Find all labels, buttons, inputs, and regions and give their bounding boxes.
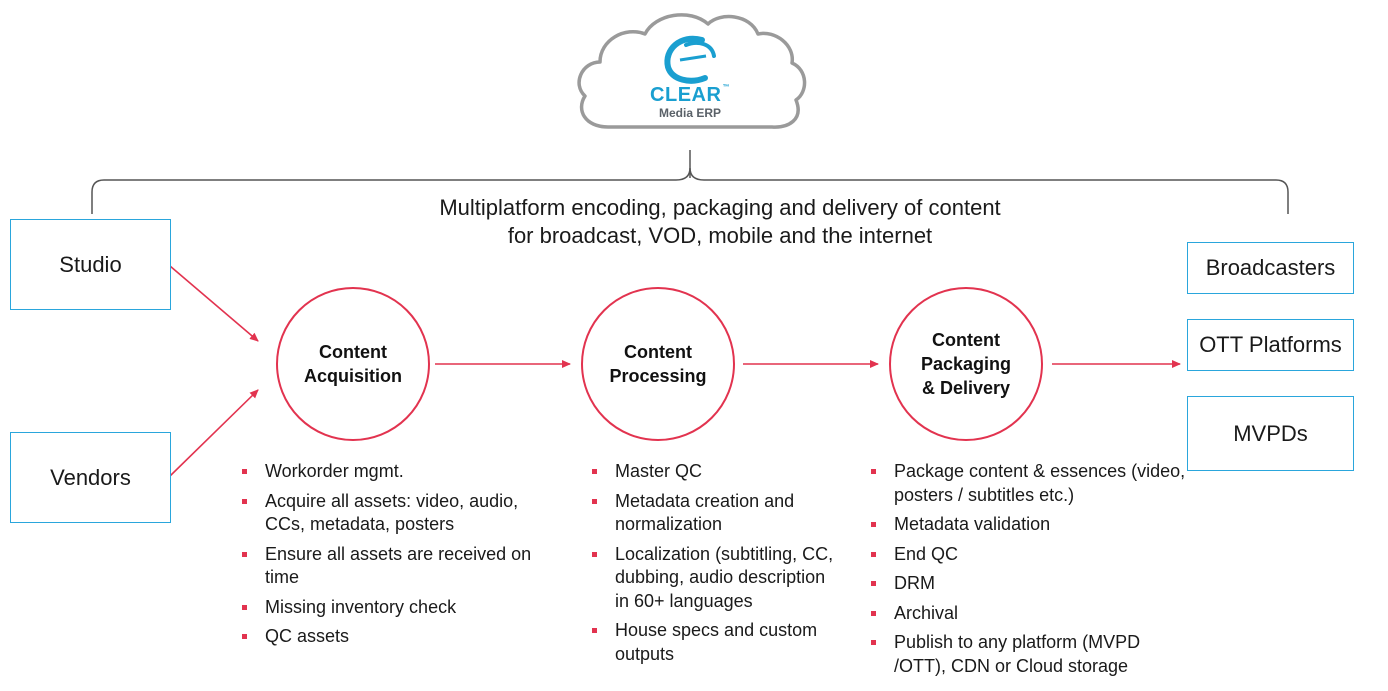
- cloud-icon: [577, 13, 807, 129]
- destination-label: MVPDs: [1233, 420, 1308, 446]
- source-label: Vendors: [50, 464, 131, 490]
- list-item: House specs and custom outputs: [587, 619, 837, 666]
- stage-title-line: Content: [319, 342, 387, 362]
- brand-trademark: ™: [722, 84, 730, 91]
- platform-tagline: Multiplatform encoding, packaging and de…: [340, 194, 1100, 250]
- destination-label: OTT Platforms: [1199, 332, 1342, 357]
- list-item: Ensure all assets are received on time: [237, 543, 549, 590]
- stage-title-line: Content: [932, 330, 1000, 350]
- processing-task-list: Master QC Metadata creation and normaliz…: [587, 460, 837, 672]
- list-item: QC assets: [237, 625, 549, 649]
- tagline-line-1: Multiplatform encoding, packaging and de…: [439, 195, 1001, 220]
- stage-title-line: & Delivery: [921, 378, 1011, 398]
- source-label: Studio: [59, 251, 122, 277]
- stage-content-packaging-delivery: Content Packaging & Delivery: [889, 287, 1043, 441]
- destination-box-ott-platforms: OTT Platforms: [1187, 319, 1354, 371]
- brand-subtitle: Media ERP: [658, 106, 721, 120]
- arrow-vendors-to-acquisition: [169, 389, 259, 477]
- destination-box-broadcasters: Broadcasters: [1187, 242, 1354, 294]
- list-item: Master QC: [587, 460, 837, 484]
- list-item: Publish to any platform (MVPD /OTT), CDN…: [866, 631, 1186, 678]
- list-item: Acquire all assets: video, audio, CCs, m…: [237, 490, 549, 537]
- list-item: DRM: [866, 572, 1186, 596]
- delivery-task-list: Package content & essences (video, poste…: [866, 460, 1186, 684]
- list-item: Archival: [866, 602, 1186, 626]
- stage-title-line: Packaging: [920, 354, 1012, 374]
- clear-logo-icon: [664, 35, 716, 84]
- stage-title-line: Content: [624, 342, 692, 362]
- list-item: Package content & essences (video, poste…: [866, 460, 1186, 507]
- brand-name: CLEAR™: [650, 84, 730, 106]
- destination-label: Broadcasters: [1205, 255, 1336, 280]
- stage-content-acquisition: Content Acquisition: [276, 287, 430, 441]
- source-box-vendors: Vendors: [10, 432, 171, 523]
- list-item: Missing inventory check: [237, 596, 549, 620]
- source-box-studio: Studio: [10, 219, 171, 310]
- stage-content-processing: Content Processing: [581, 287, 735, 441]
- list-item: Metadata creation and normalization: [587, 490, 837, 537]
- list-item: End QC: [866, 543, 1186, 567]
- list-item: Metadata validation: [866, 513, 1186, 537]
- destination-box-mvpds: MVPDs: [1187, 396, 1354, 471]
- list-item: Workorder mgmt.: [237, 460, 549, 484]
- acquisition-task-list: Workorder mgmt. Acquire all assets: vide…: [237, 460, 549, 655]
- arrow-studio-to-acquisition: [169, 265, 259, 342]
- platform-brace: [91, 167, 1289, 214]
- stage-title-line: Acquisition: [304, 366, 402, 386]
- tagline-line-2: for broadcast, VOD, mobile and the inter…: [507, 223, 933, 248]
- stage-title-line: Processing: [609, 366, 707, 386]
- list-item: Localization (subtitling, CC, dubbing, a…: [587, 543, 837, 614]
